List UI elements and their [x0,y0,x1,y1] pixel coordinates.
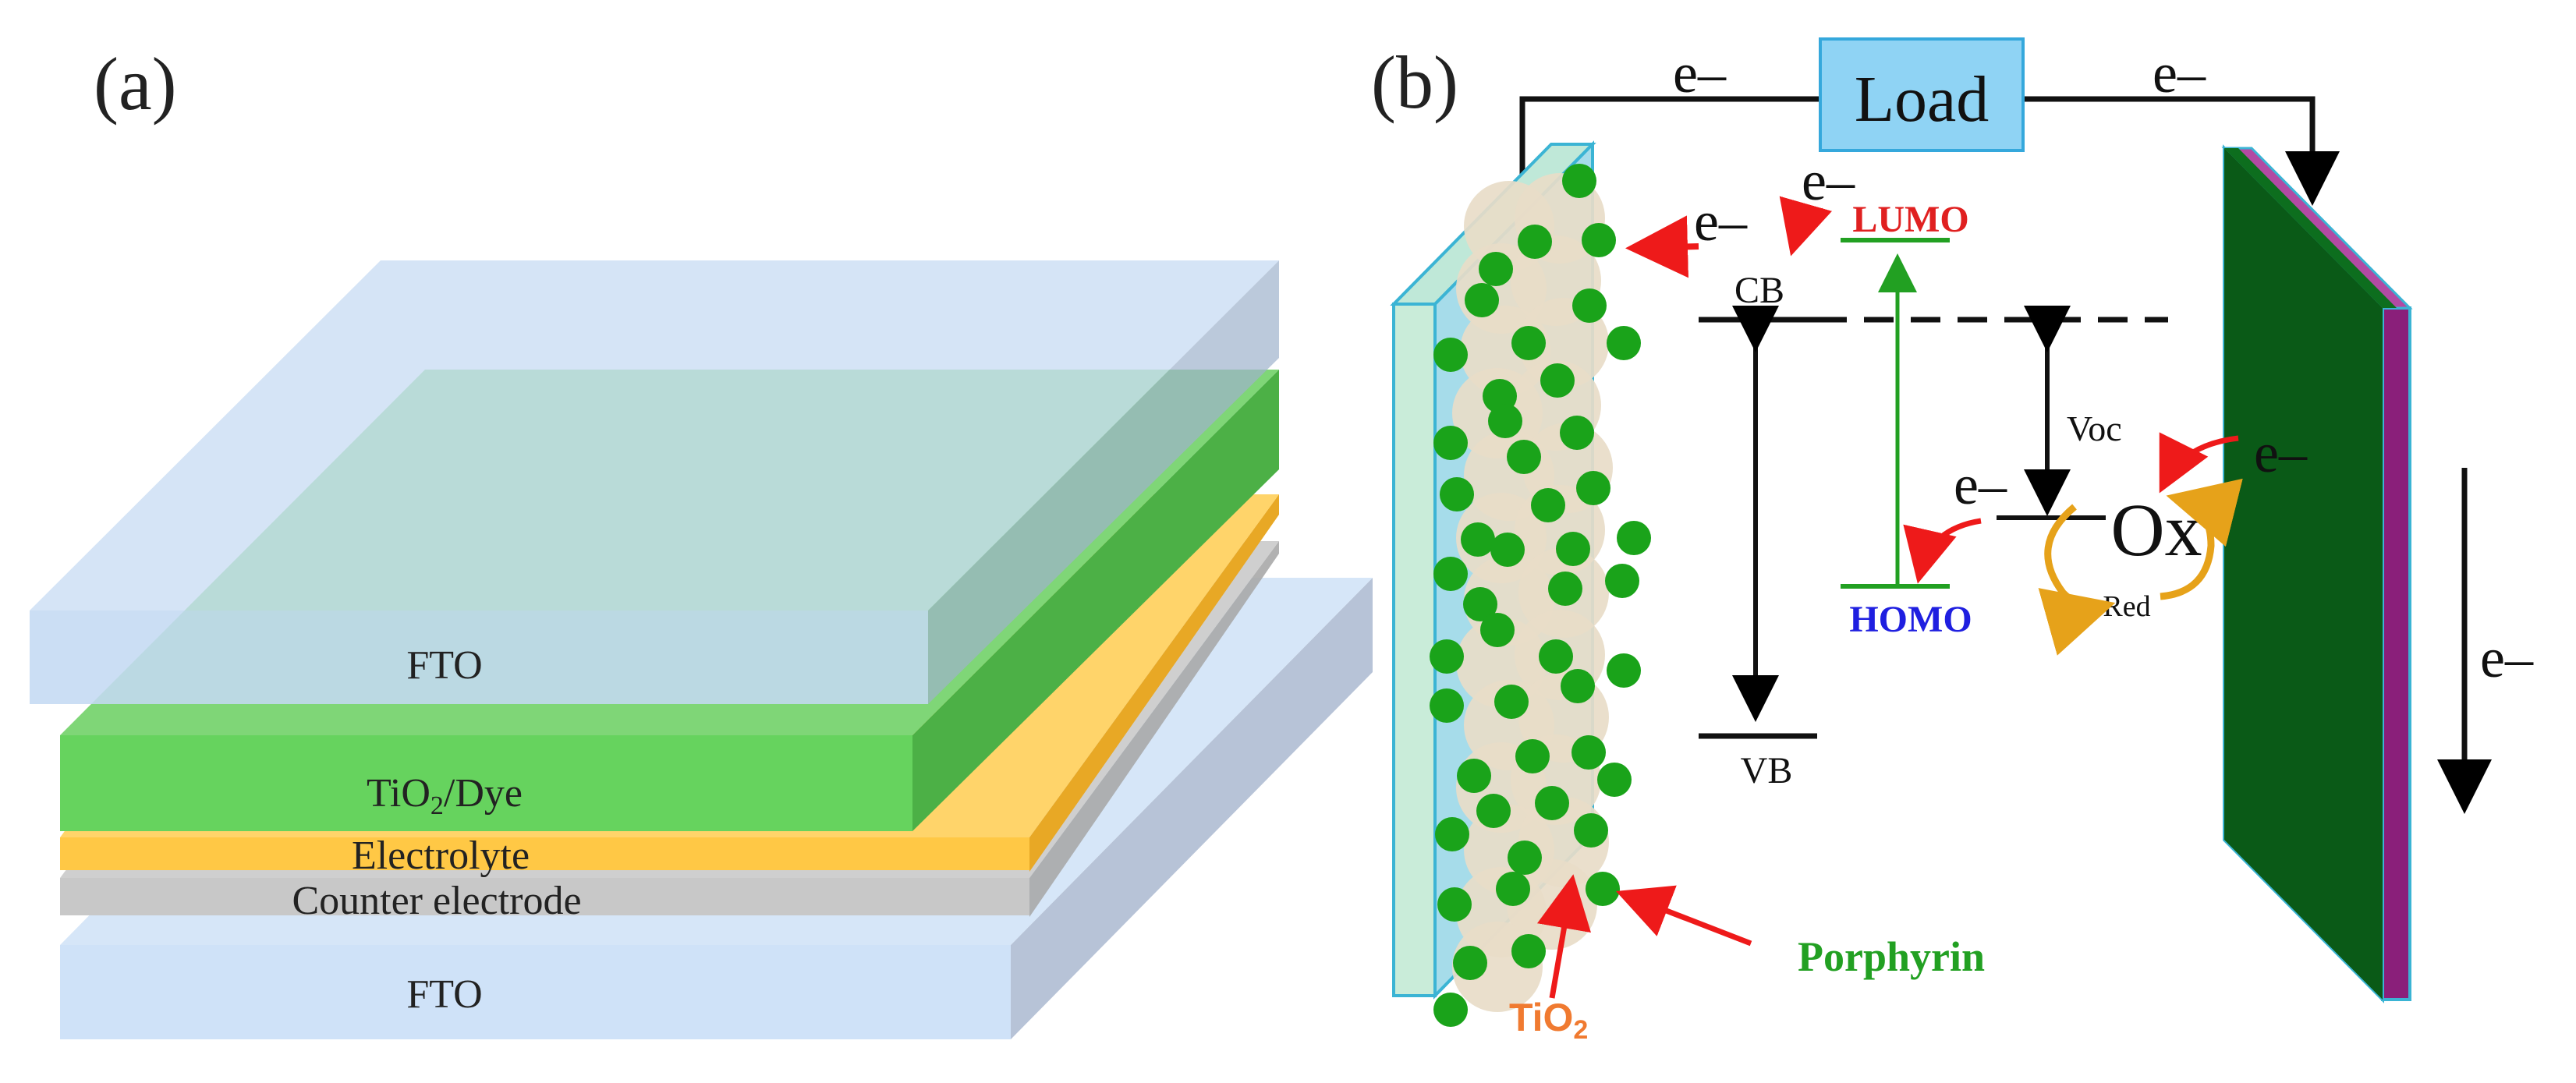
load-label: Load [1855,63,1990,136]
porphyrin-label: Porphyrin [1798,933,1985,980]
porphyrin-dot [1548,572,1582,606]
tio2-callout-arrow [1536,874,1591,999]
panel-b: (b) Load e– e– CB VB [1371,37,2534,1045]
porphyrin-dot [1605,564,1639,598]
porphyrin-dot [1433,338,1468,372]
porphyrin-dot [1453,946,1487,980]
porphyrin-dot [1430,688,1464,723]
porphyrin-dot [1488,404,1522,438]
fto-bottom-label: FTO [406,972,482,1017]
electron-label-counter: e– [2254,422,2308,484]
circuit-wire-left [1519,96,1820,179]
homo-label: HOMO [1849,599,1972,640]
injection-arrow-cb [1625,215,1699,278]
porphyrin-dot [1562,164,1596,198]
porphyrin-dot [1556,532,1590,566]
cb-label: CB [1734,270,1784,311]
panel-a-label: (a) [94,42,177,126]
electron-label-flow: e– [2480,627,2534,689]
porphyrin-dot [1433,557,1468,591]
panel-a: (a) FTO [30,42,1373,1039]
load-box [1819,37,2025,152]
porphyrin-dot [1433,993,1468,1027]
vb-label: VB [1741,750,1793,791]
electrolyte-label: Electrolyte [352,833,530,878]
porphyrin-dot [1572,288,1607,323]
porphyrin-dot [1435,817,1469,851]
electron-label-left: e– [1673,42,1727,104]
regeneration-arrow [1903,518,1982,584]
porphyrin-dot [1476,794,1511,828]
lumo-label: LUMO [1852,199,1968,240]
porphyrin-dot [1607,653,1641,688]
electron-transfer-arrow-ox [2159,432,2239,494]
circuit-wire-right [2023,96,2340,206]
porphyrin-dot [1433,426,1468,460]
porphyrin-dot [1508,841,1542,875]
injection-arrow-lumo [1779,196,1833,257]
porphyrin-dot [1440,477,1474,511]
electron-label-right: e– [2153,42,2206,104]
porphyrin-dot [1515,739,1550,773]
fto-top-label: FTO [406,643,482,688]
oxidation-cycle-arrow [2160,478,2243,600]
tio2-particles [1452,173,1613,1012]
porphyrin-dot [1430,639,1464,674]
porphyrin-dots [1430,164,1651,1027]
porphyrin-dot [1560,416,1594,450]
porphyrin-dot [1479,252,1513,286]
porphyrin-dot [1561,669,1595,703]
porphyrin-dot [1465,283,1499,317]
porphyrin-dot [1574,813,1608,848]
porphyrin-dot [1511,326,1546,360]
porphyrin-dot [1607,326,1641,360]
porphyrin-dot [1531,488,1565,522]
porphyrin-dot [1507,440,1541,474]
porphyrin-dot [1461,522,1495,557]
voc-label: Voc [2067,409,2122,448]
porphyrin-dot [1539,639,1573,674]
porphyrin-dot [1511,934,1546,968]
porphyrin-dot [1496,872,1530,906]
porphyrin-dot [1494,685,1529,719]
porphyrin-dot [1586,872,1620,906]
red-label: Red [2103,590,2150,623]
porphyrin-dot [1597,763,1632,797]
porphyrin-dot [1463,587,1497,621]
panel-b-label: (b) [1371,41,1458,124]
electron-label-lumo: e– [1802,150,1855,212]
tio2-dye-label: TiO2/Dye [367,771,523,820]
porphyrin-dot [1576,471,1610,505]
porphyrin-dot [1518,225,1552,259]
fto-top-slab [30,260,1279,704]
porphyrin-dot [1437,887,1472,922]
porphyrin-dot [1582,223,1616,257]
reduction-cycle-arrow [2038,504,2116,656]
porphyrin-callout-arrow [1615,885,1752,947]
counter-electrode-label: Counter electrode [292,879,581,923]
porphyrin-dot [1535,786,1569,820]
porphyrin-dot [1571,735,1606,770]
porphyrin-dot [1457,759,1491,793]
porphyrin-dot [1480,613,1515,647]
electron-label-cb: e– [1694,190,1748,253]
porphyrin-dot [1617,521,1651,555]
counter-electrode-plate [2221,144,2413,1003]
electron-label-redox: e– [1954,454,2007,516]
porphyrin-dot [1540,363,1575,398]
tio2-label: TiO2 [1509,996,1588,1045]
porphyrin-dot [1490,533,1525,567]
